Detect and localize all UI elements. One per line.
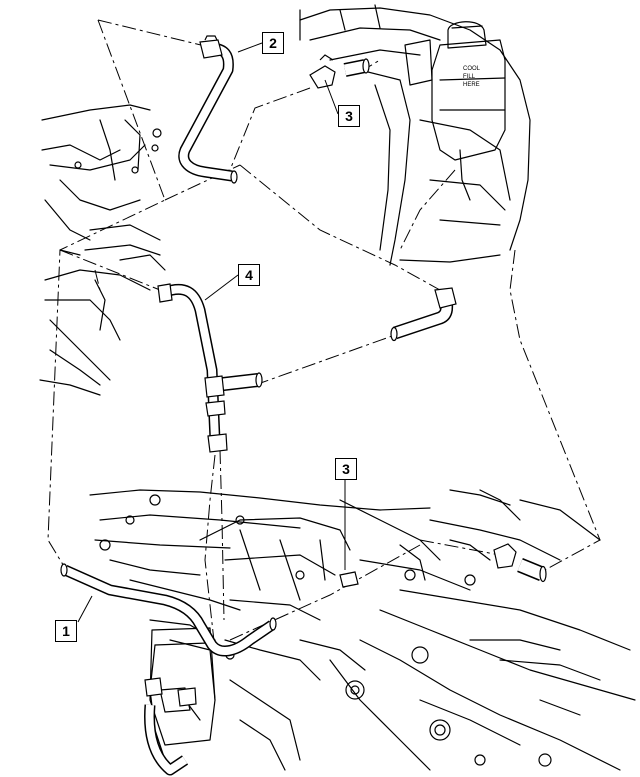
hose-2 <box>178 35 238 184</box>
reservoir-label-line-2: FILL <box>463 74 476 80</box>
callout-2: 2 <box>262 32 284 54</box>
callout-3-upper: 3 <box>338 105 360 127</box>
callout-3-lower: 3 <box>335 458 357 480</box>
engine-bay-upper <box>299 4 531 266</box>
engine-transmission-lower <box>89 489 636 771</box>
hose-right-middle <box>390 287 457 342</box>
callout-4: 4 <box>238 264 260 286</box>
reservoir-label-line-1: COOL <box>463 66 481 72</box>
engine-bay-middle <box>39 244 166 396</box>
coolant-reservoir <box>404 21 506 201</box>
hose-lower-right <box>493 543 547 583</box>
reservoir-label-line-3: HERE <box>463 82 480 88</box>
callout-leaders <box>77 42 346 623</box>
hose-3-upper <box>309 54 370 89</box>
filter-housing <box>149 627 216 746</box>
hose-lower-left <box>144 677 197 776</box>
leader-lines <box>47 19 601 651</box>
callout-1: 1 <box>55 620 77 642</box>
hose-4 <box>157 283 263 453</box>
engine-fasteners <box>99 494 552 767</box>
hoses <box>60 35 547 776</box>
reservoir-label: COOL FILL HERE <box>463 66 481 88</box>
engine-bay-left <box>41 104 162 241</box>
hose-1 <box>60 563 359 657</box>
